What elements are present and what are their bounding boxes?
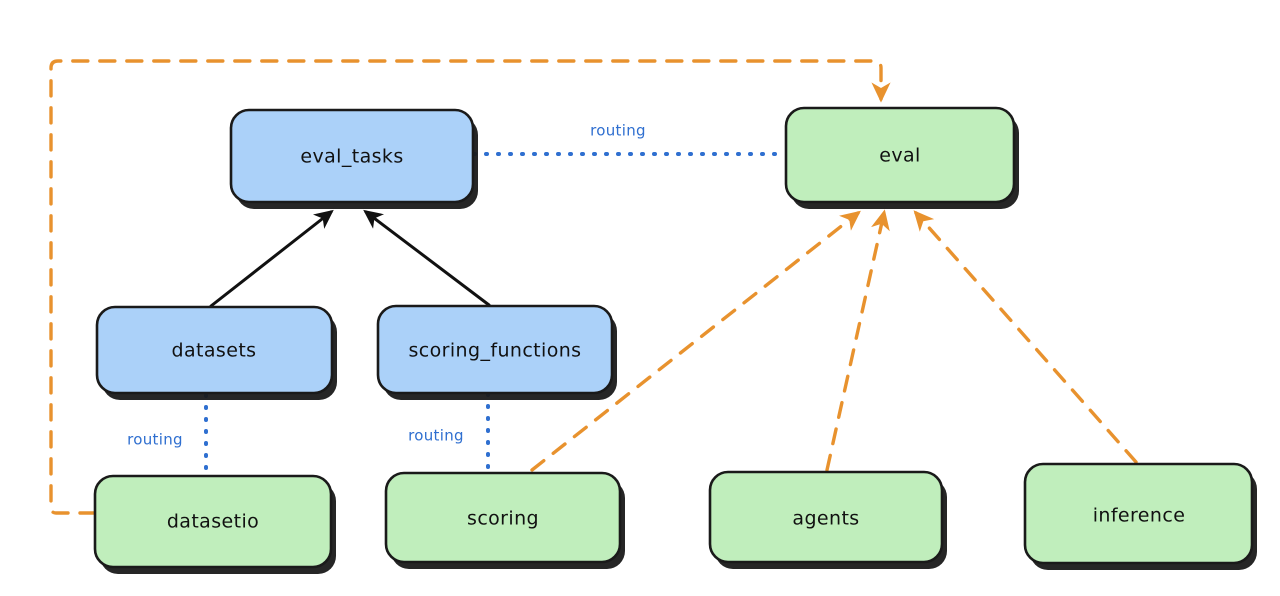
node-datasets-shape[interactable] (95, 305, 334, 395)
node-inference-shape[interactable] (1023, 462, 1254, 565)
edges-layer (49, 59, 1138, 515)
edge-scoring-to-eval (530, 210, 861, 472)
node-scoring_functions-label: scoring_functions (409, 340, 582, 362)
node-agents-label: agents (792, 508, 859, 530)
node-scoring-label: scoring (467, 508, 539, 530)
edge-label-routing-datasets-text: routing (127, 431, 183, 449)
node-datasetio-label: datasetio (167, 511, 259, 533)
nodes-layer: eval_tasks eval datasets scoring_functio… (93, 106, 1257, 574)
node-eval_tasks-label: eval_tasks (300, 146, 403, 168)
node-datasets-label: datasets (172, 340, 257, 362)
edge-datasetio-to-eval (49, 59, 891, 515)
node-scoring_functions[interactable]: scoring_functions (376, 304, 617, 400)
node-inference-label: inference (1093, 505, 1186, 527)
edge-label-routing-top-text: routing (590, 122, 646, 140)
node-datasetio[interactable]: datasetio (93, 474, 336, 574)
node-scoring[interactable]: scoring (384, 471, 625, 569)
node-datasetio-shape[interactable] (93, 474, 333, 569)
node-datasets[interactable]: datasets (95, 305, 337, 400)
node-scoring_functions-shape[interactable] (376, 304, 614, 395)
node-eval-label: eval (879, 145, 920, 167)
edge-labels-layer: routing routing routing (110, 117, 664, 452)
node-scoring-shape[interactable] (384, 471, 622, 564)
edge-label-routing-scoring: routing (391, 422, 482, 448)
edge-label-routing-datasets: routing (110, 426, 201, 452)
edge-inference-to-eval (913, 210, 1138, 464)
edge-datasets-to-eval_tasks (209, 209, 334, 308)
edge-agents-to-eval (825, 209, 890, 472)
node-agents-shape[interactable] (708, 470, 944, 564)
node-eval_tasks[interactable]: eval_tasks (229, 108, 478, 209)
node-eval[interactable]: eval (784, 106, 1019, 209)
edge-scoring_functions-to-eval_tasks (363, 209, 491, 307)
node-inference[interactable]: inference (1023, 462, 1257, 570)
node-eval-shape[interactable] (784, 106, 1016, 204)
edge-label-routing-top: routing (573, 117, 664, 143)
edge-label-routing-scoring-text: routing (408, 427, 464, 445)
node-eval_tasks-shape[interactable] (229, 108, 475, 204)
node-agents[interactable]: agents (708, 470, 947, 569)
